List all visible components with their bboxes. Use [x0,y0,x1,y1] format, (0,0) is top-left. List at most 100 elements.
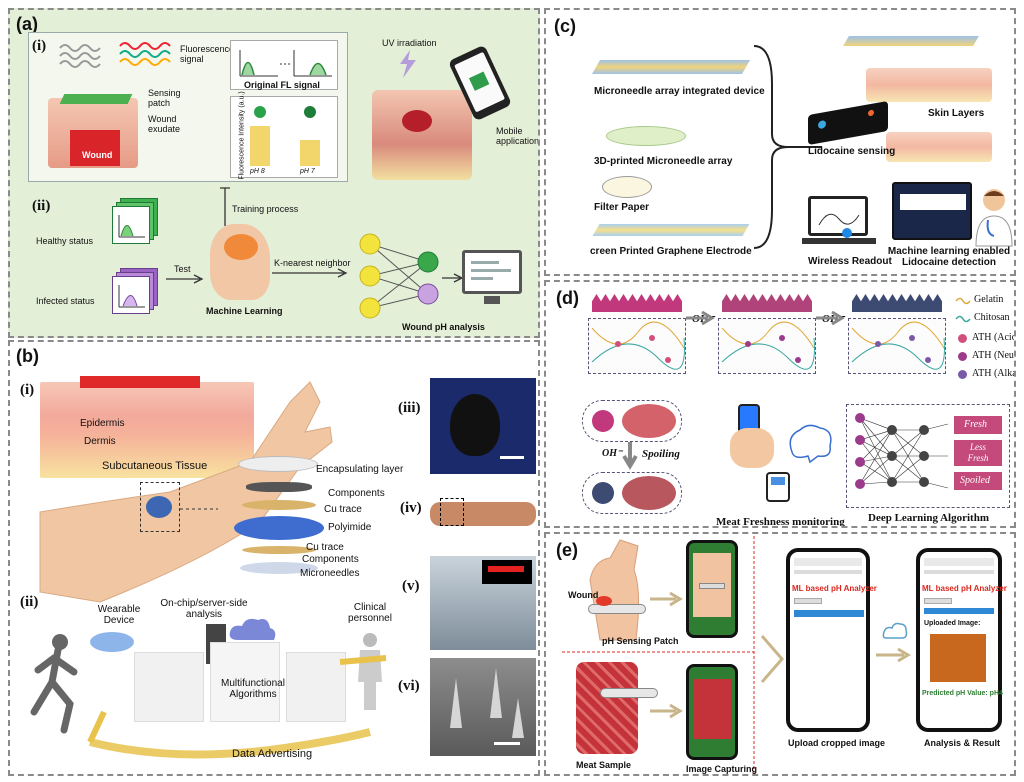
microneedle-device-illustration [591,60,751,74]
phone2-title: ML based pH Analyzer [922,584,1007,593]
arm-with-wound [589,539,640,641]
ph-bar-chart-box [230,96,338,178]
bluetooth-icon [842,228,852,238]
panel-b-ii-label: (ii) [20,594,39,610]
ph-patch-label: pH Sensing Patch [602,636,679,646]
printed-array-illustration [606,126,686,146]
hand [730,428,774,468]
network-box-3 [848,318,946,374]
wearable-sensor-zoom-box [140,482,180,532]
panel-c-label: (c) [554,16,576,36]
components-label-2: Components [302,554,359,565]
head-brain-icon [210,224,270,300]
uploaded-image-swatch [930,634,986,682]
lidocaine-sensing-label: Lidocaine sensing [808,146,896,157]
ml-lidocaine-label: Machine learning enabled Lidocaine detec… [887,246,1011,268]
wound-on-arm [596,596,612,606]
clinical-label: Clinical personnel [348,602,392,624]
chevron-right-icon [760,635,784,683]
spoiled-meat [622,476,676,510]
red-divider-vertical [753,536,755,774]
sensing-patch-illustration [59,94,133,104]
deep-learning-box [846,404,1010,508]
photo-vi [430,658,536,756]
doctor-icon [975,189,1013,247]
arrow-e-2 [650,703,683,719]
spoiling-label: Spoiling [642,448,680,460]
ph8-bar [250,126,270,166]
panel-a-i-label: (i) [32,38,47,54]
uv-wound [402,110,432,132]
gelatin-icon [955,297,971,305]
microneedle-device-label: Microneedle array integrated device [594,86,765,97]
algorithm-panel-3 [286,652,346,722]
knn-arrow [272,268,348,278]
panel-b: (b) (i) Epidermis Dermis Subcutaneous Ti… [8,340,540,776]
spoiled-label: Spoiled [960,475,990,486]
patch-neutral [722,294,812,312]
ath-alkaline-dot [958,370,967,379]
meat-monitoring-label: Meat Freshness monitoring [716,516,845,528]
upload-button-2 [924,608,994,614]
machine-learning-label: Machine Learning [206,306,283,316]
test-arrow [166,274,204,284]
encapsulating-label: Encapsulating layer [316,464,404,475]
upload-cropped-label: Upload cropped image [788,738,886,748]
monitor-icon [462,250,522,294]
oh-arrow-1 [686,310,715,326]
mobile-application-label: Mobile application [496,126,540,146]
uv-wave-icon [59,44,101,68]
wound-area [70,130,120,166]
layer-polyimide [234,516,324,540]
ph7-bar [300,140,320,166]
panel-e: (e) Wound pH Sensing Patch Meat Sample I… [544,532,1016,776]
multifunctional-label: Multifunctional Algorithms [221,678,285,700]
upload-button [794,610,864,617]
wound-label-e: Wound [568,590,599,600]
analysis-result-label: Analysis & Result [924,738,1001,748]
sensing-patch-label: Sensing patch [148,88,181,108]
healthy-status-label: Healthy status [36,236,94,246]
phone1-title: ML based pH Analyzer [792,584,877,593]
healthy-card-1 [112,206,150,244]
panel-b-vi-label: (vi) [398,678,420,694]
deep-learning-network [855,413,949,489]
layer-components-1 [246,482,312,492]
phone-capture-2 [686,664,738,760]
phone-capture-1 [686,540,738,638]
graphene-label: creen Printed Graphene Electrode [590,246,752,257]
layer-encapsulating [238,456,318,472]
training-arrow [220,187,230,226]
arrow-e-1 [650,591,683,607]
polyimide-label: Polyimide [328,522,372,533]
panel-d-label: (d) [556,288,579,308]
wound-exudate-label: Wound exudate [148,114,181,134]
fresh-meat-box [582,400,682,442]
fresh-label: Fresh [964,419,987,430]
panel-b-label: (b) [16,346,39,366]
neural-network-diagram [359,233,464,319]
layer-cu-trace-2 [242,546,316,554]
panel-a-ii-label: (ii) [32,198,51,214]
less-fresh-label: Less Fresh [967,442,989,463]
patch-alkaline [852,294,942,312]
panel-a: (a) (i) Fluorescence signal Wound Sensin… [8,8,540,338]
ath-alkaline-label: ATH (Alkaline) [972,368,1016,379]
uv-irradiation-label: UV irradiation [382,38,437,48]
fl-signal-graph [239,50,332,77]
image-capturing-label: Image Capturing [686,764,758,774]
ath-acidic-dot [958,334,967,343]
original-fl-label: Original FL signal [244,80,320,90]
arrow-e-3 [876,647,911,663]
panel-b-iii-label: (iii) [398,400,421,416]
skin-layers-illustration [866,68,992,102]
uv-bolt-icon [400,50,416,78]
network-box-2 [718,318,816,374]
layer-microneedles [240,562,318,574]
panel-d: (d) OH⁻ OH⁻ Gelatin Chitosan ATH (Acidic… [544,280,1016,528]
assembly-brace [753,45,822,249]
oh-label-3: OH⁻ [602,448,623,459]
fresh-class-box [954,416,1002,434]
wearable-device-bubble [90,632,134,652]
skin-layers-block [40,382,254,478]
